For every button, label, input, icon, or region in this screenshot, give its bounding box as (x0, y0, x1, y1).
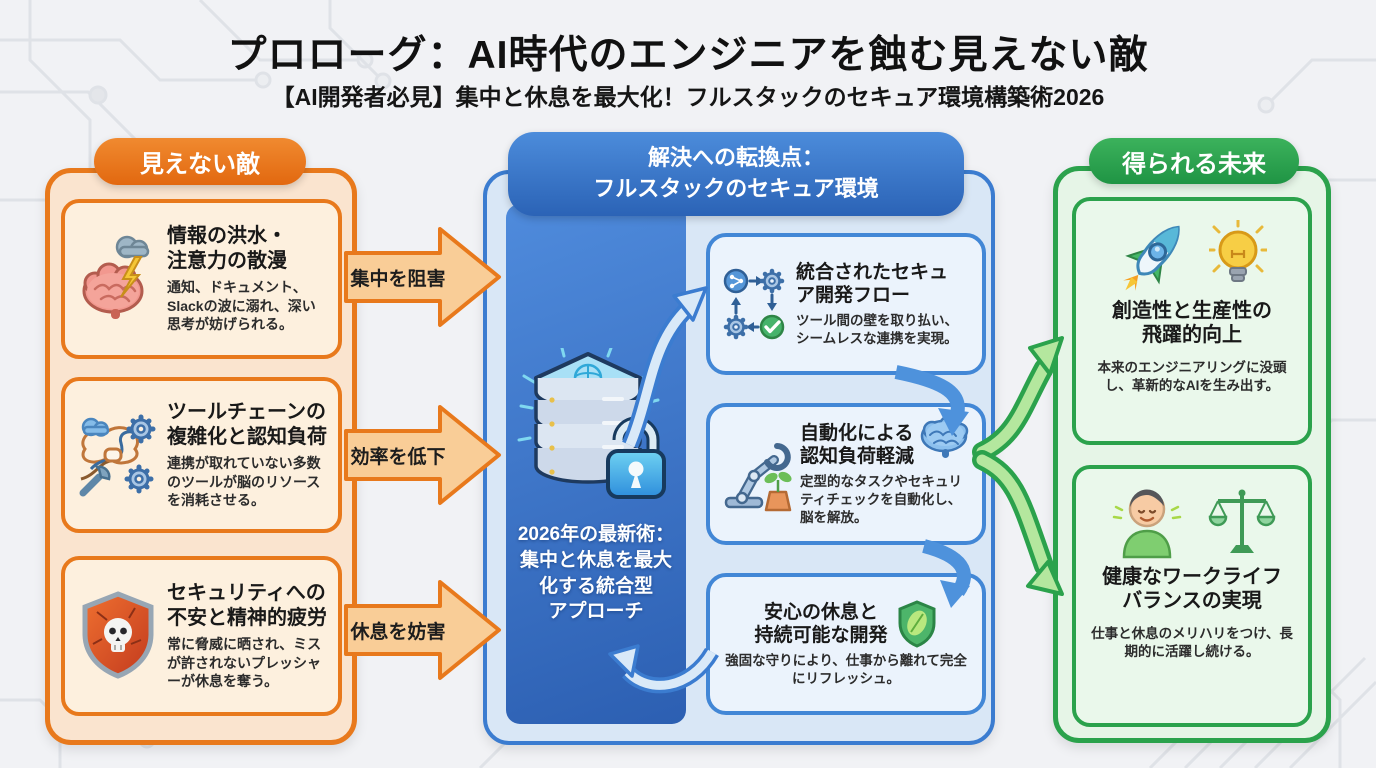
server-lock-icon (517, 348, 666, 499)
problem-card-information-flood: 情報の洪水・ 注意力の散漫 通知、ドキュメント、Slackの波に溺れ、深い思考が… (61, 199, 342, 359)
card-body: 定型的なタスクやセキュリティチェックを自動化し、脳を解放。 (800, 473, 962, 525)
card-body: 通知、ドキュメント、Slackの波に溺れ、深い思考が妨げられる。 (167, 279, 316, 333)
card-title: 創造性と生産性の 飛躍的向上 (1112, 300, 1272, 347)
page-subtitle: 【AI開発者必見】集中と休息を最大化！フルスタックのセキュア環境構築術2026 (271, 84, 1105, 110)
card-body: 連携が取れていない多数のツールが脳のリソースを消耗させる。 (167, 455, 321, 509)
leaf-shield-icon (898, 600, 935, 648)
outcomes-badge-label: 得られる未来 (1122, 150, 1266, 178)
problems-badge-label: 見えない敵 (140, 151, 260, 178)
problems-badge: 見えない敵 (94, 138, 306, 185)
storm-brain-icon (82, 235, 150, 319)
card-body: 本来のエンジニアリングに没頭し、革新的なAIを生み出す。 (1097, 359, 1287, 393)
card-body: ツール間の壁を取り払い、シームレスな連携を実現。 (796, 312, 958, 346)
card-body: 常に脅威に晒され、ミスが許されないプレッシャーが休息を奪う。 (167, 636, 322, 690)
problem-card-security-anxiety: セキュリティへの 不安と精神的疲労 常に脅威に晒され、ミスが許されないプレッシャ… (61, 556, 342, 716)
impact-arrow-label-rest: 休息を妨害 (350, 622, 446, 643)
tangled-toolchain-icon (79, 414, 156, 497)
card-title: 統合されたセキュ ア開発フロー (796, 261, 949, 306)
card-title: 安心の休息と 持続可能な開発 (754, 602, 888, 647)
solution-card-rest: 安心の休息と 持続可能な開発 強固な守りにより、仕事から離れて完全にリフレッシュ… (706, 573, 986, 715)
outcomes-badge: 得られる未来 (1089, 138, 1299, 184)
card-title: 自動化による 認知負荷軽減 (800, 422, 915, 467)
problem-card-toolchain: ツールチェーンの 複雑化と認知負荷 連携が取れていない多数のツールが脳のリソース… (61, 377, 342, 533)
card-title: 健康なワークライフ バランスの実現 (1102, 566, 1282, 613)
lightbulb-icon (1209, 220, 1267, 282)
card-title: 情報の洪水・ 注意力の散漫 (167, 225, 287, 272)
card-title: セキュリティへの 不安と精神的疲労 (167, 582, 327, 629)
brain-icon (920, 417, 969, 458)
devflow-cycle-icon (723, 268, 785, 340)
robot-arm-icon (724, 443, 792, 512)
skull-shield-icon (82, 591, 154, 679)
impact-arrow-label-efficiency: 効率を低下 (350, 447, 446, 468)
impact-arrow-label-focus: 集中を阻害 (350, 269, 446, 290)
card-body: 仕事と休息のメリハリをつけ、長期的に活躍し続ける。 (1091, 625, 1293, 659)
card-body: 強固な守りにより、仕事から離れて完全にリフレッシュ。 (725, 653, 967, 686)
solution-badge-label: 解決への転換点： フルスタックのセキュア環境 (593, 145, 879, 201)
approach-text: 2026年の最新術： 集中と休息を最大 化する統合型 アプローチ (517, 524, 675, 623)
solution-badge: 解決への転換点： フルスタックのセキュア環境 (508, 132, 964, 216)
balance-scale-icon (1208, 489, 1276, 553)
happy-person-icon (1112, 489, 1182, 559)
card-title: ツールチェーンの 複雑化と認知負荷 (167, 401, 327, 448)
rocket-icon (1123, 225, 1180, 291)
solution-card-devflow: 統合されたセキュ ア開発フロー ツール間の壁を取り払い、シームレスな連携を実現。 (706, 233, 986, 375)
solution-card-automation: 自動化による 認知負荷軽減 定型的なタスクやセキュリティチェックを自動化し、脳を… (706, 403, 986, 545)
outcome-card-creativity: 創造性と生産性の 飛躍的向上 本来のエンジニアリングに没頭し、革新的なAIを生み… (1072, 197, 1312, 445)
outcome-card-worklife: 健康なワークライフ バランスの実現 仕事と休息のメリハリをつけ、長期的に活躍し続… (1072, 465, 1312, 727)
page-title: プロローグ：AI時代のエンジニアを蝕む見えない敵 (227, 34, 1149, 77)
